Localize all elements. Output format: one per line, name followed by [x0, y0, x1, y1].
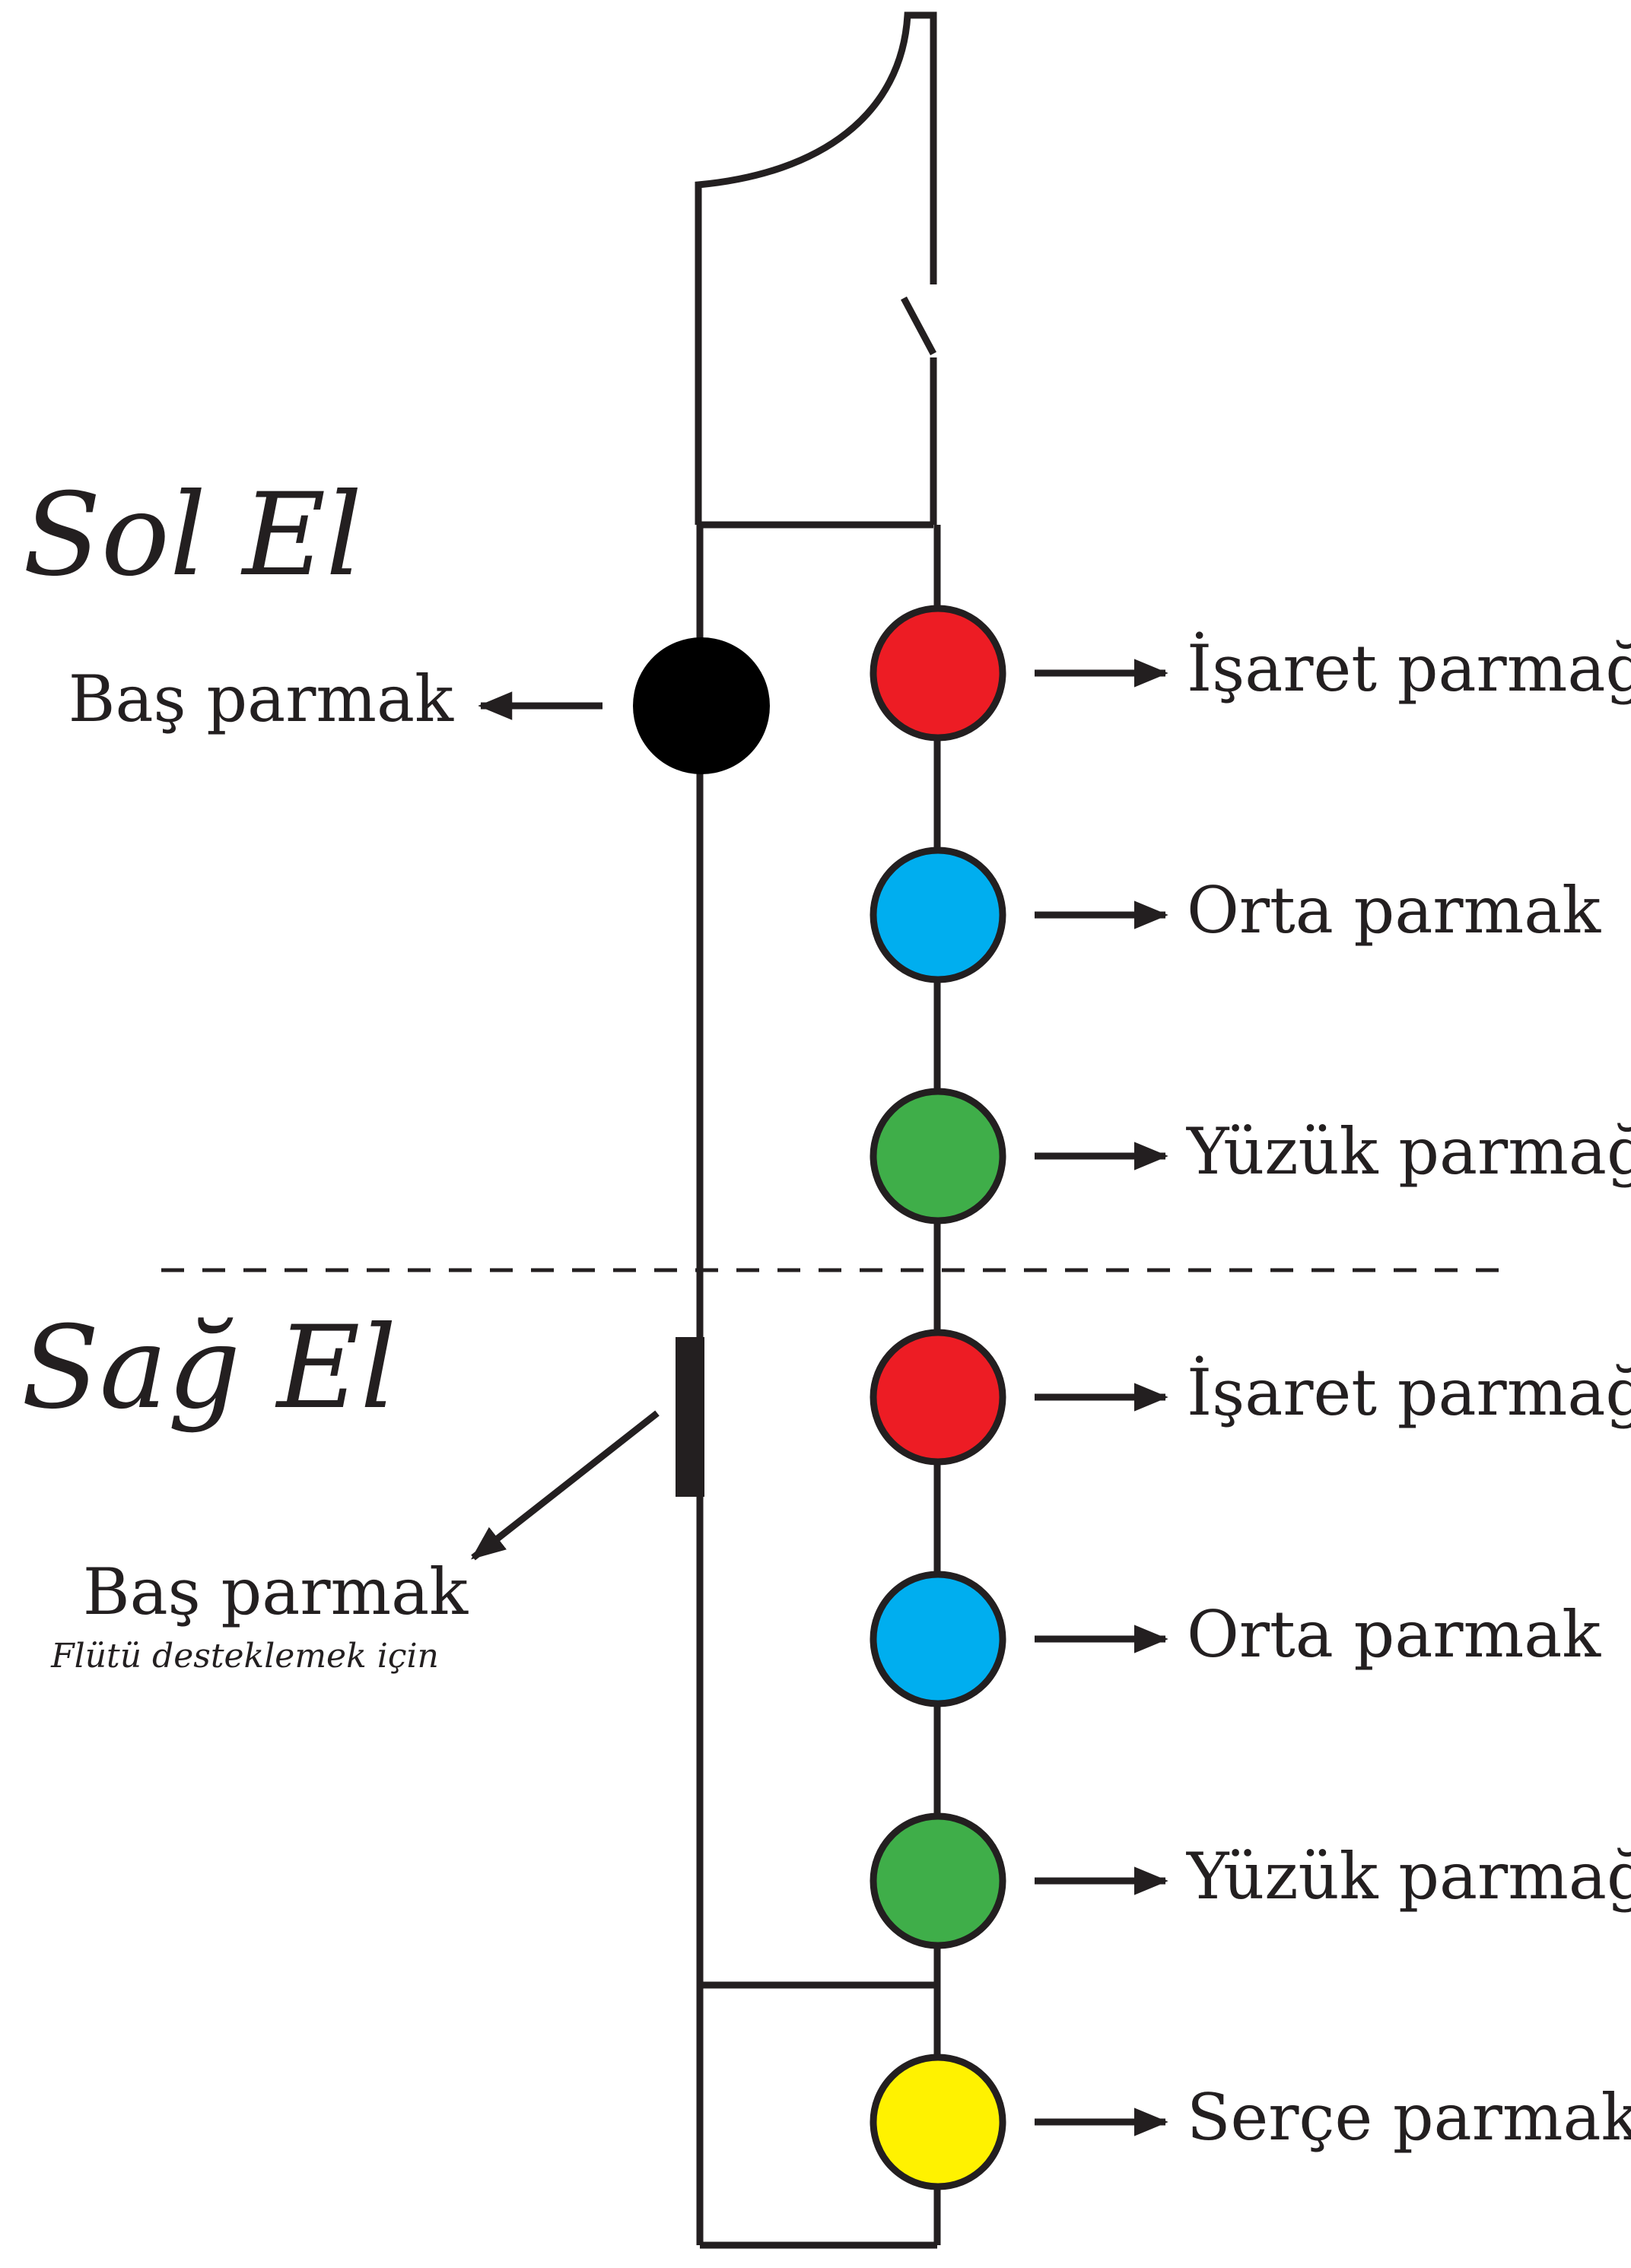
finger-hole-group: Serçe parmak	[870, 2054, 1631, 2190]
right-thumb-label: Baş parmak	[83, 1555, 469, 1629]
left-middle-finger-label: Orta parmak	[1187, 873, 1601, 948]
right-hand-title: Sağ El	[21, 1302, 396, 1434]
right-thumb-arrow	[471, 1410, 660, 1561]
right-ring-finger-label: Yüzük parmağı	[1186, 1839, 1631, 1914]
right-index-finger-hole	[870, 1329, 1006, 1466]
left-ring-finger-hole	[870, 1088, 1006, 1225]
right-thumb-rest	[676, 1337, 704, 1497]
left-thumb-label: Baş parmak	[68, 662, 454, 736]
right-little-finger-hole	[870, 2054, 1006, 2190]
finger-hole-group: İşaret parmağı	[870, 605, 1631, 742]
finger-hole-group: Orta parmak	[870, 1571, 1601, 1707]
left-index-finger-label: İşaret parmağı	[1187, 631, 1631, 706]
right-middle-finger-label: Orta parmak	[1187, 1597, 1601, 1672]
right-thumb-note: Flütü desteklemek için	[50, 1637, 439, 1676]
left-middle-finger-hole	[870, 847, 1006, 983]
right-little-finger-label: Serçe parmak	[1187, 2080, 1631, 2155]
finger-hole-group: Orta parmak	[870, 847, 1601, 983]
right-index-finger-label: İşaret parmağı	[1187, 1355, 1631, 1430]
left-index-finger-hole	[870, 605, 1006, 742]
finger-hole-group: İşaret parmağı	[870, 1329, 1631, 1466]
recorder-window-edge	[901, 296, 936, 356]
recorder-mouthpiece	[695, 11, 937, 525]
finger-hole-group: Yüzük parmağı	[870, 1812, 1631, 1949]
left-ring-finger-label: Yüzük parmağı	[1186, 1114, 1631, 1189]
left-thumb-hole	[633, 637, 770, 774]
finger-hole-group: Yüzük parmağı	[870, 1088, 1631, 1225]
right-hand-fingers: İşaret parmağı Orta parmak Yüzük parmağı…	[870, 1329, 1631, 2190]
left-hand-fingers: İşaret parmağı Orta parmak Yüzük parmağı	[870, 605, 1631, 1225]
right-middle-finger-hole	[870, 1571, 1006, 1707]
left-hand-title: Sol El	[23, 469, 362, 602]
right-ring-finger-hole	[870, 1812, 1006, 1949]
